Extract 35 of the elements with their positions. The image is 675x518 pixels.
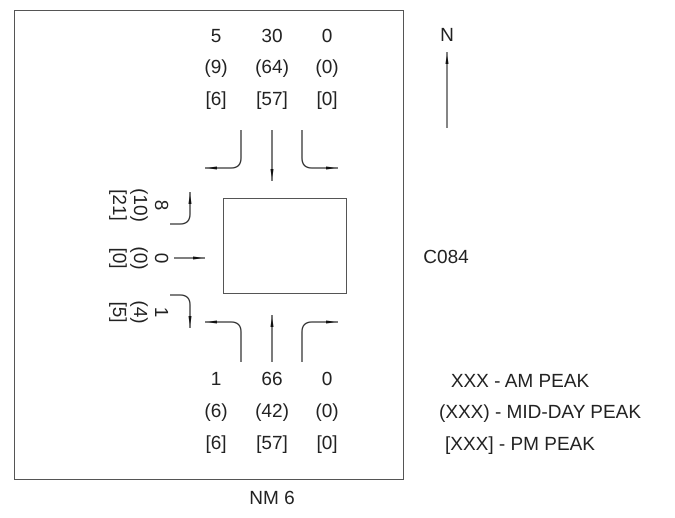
intersection-box bbox=[223, 198, 347, 294]
volume-count: 66 bbox=[261, 369, 283, 391]
volume-count: [6] bbox=[205, 89, 227, 111]
diagram-frame bbox=[14, 10, 404, 480]
volume-count: 8 bbox=[149, 200, 171, 210]
volume-count: [0] bbox=[316, 89, 338, 111]
legend-note: [XXX] - PM PEAK bbox=[445, 434, 595, 456]
volume-count: [57] bbox=[256, 433, 288, 455]
volume-count: 5 bbox=[210, 26, 222, 48]
volume-count: 1 bbox=[210, 369, 222, 391]
volume-count: [5] bbox=[107, 301, 129, 323]
street-name: NM 6 bbox=[249, 488, 295, 510]
volume-count: (4) bbox=[128, 300, 150, 324]
volume-count: (10) bbox=[128, 188, 150, 222]
volume-count: (0) bbox=[315, 57, 339, 79]
volume-count: (0) bbox=[128, 246, 150, 270]
volume-count: (42) bbox=[255, 401, 289, 423]
volume-count: 0 bbox=[322, 26, 332, 48]
volume-count: [0] bbox=[107, 247, 129, 269]
volume-count: (0) bbox=[315, 401, 339, 423]
legend-note: (XXX) - MID-DAY PEAK bbox=[439, 402, 641, 424]
legend-note: XXX - AM PEAK bbox=[450, 371, 590, 393]
intersection-id: C084 bbox=[423, 247, 469, 269]
volume-count: (64) bbox=[255, 57, 289, 79]
volume-count: (9) bbox=[204, 57, 228, 79]
volume-count: [0] bbox=[316, 433, 338, 455]
north-label: N bbox=[440, 25, 454, 47]
volume-count: 1 bbox=[149, 306, 171, 318]
volume-count: 0 bbox=[149, 252, 171, 264]
volume-count: 0 bbox=[322, 369, 332, 391]
volume-count: [21] bbox=[107, 189, 129, 221]
volume-count: [57] bbox=[256, 89, 288, 111]
volume-count: [6] bbox=[205, 433, 227, 455]
volume-count: 30 bbox=[261, 26, 283, 48]
volume-count: (6) bbox=[204, 401, 228, 423]
